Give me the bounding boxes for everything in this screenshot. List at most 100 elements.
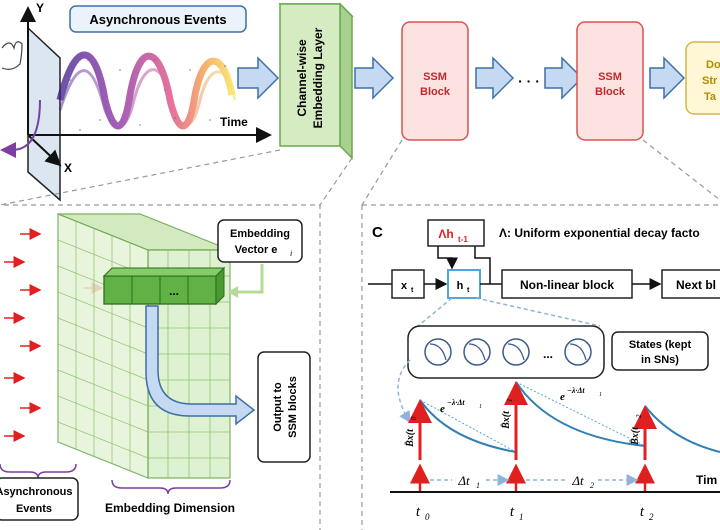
embedding-layer-label-1: Channel-wise bbox=[295, 39, 309, 117]
embedding-vector-label-2: Vector e bbox=[235, 244, 278, 256]
embedding-dimension-label: Embedding Dimension bbox=[105, 501, 235, 515]
downstream-label-1: Do bbox=[706, 59, 720, 71]
t-label-1: t bbox=[510, 504, 515, 520]
bx-sub-1: 1 bbox=[506, 399, 514, 403]
ssm-block-1-label-1: SSM bbox=[423, 71, 447, 83]
event-cloud bbox=[56, 51, 237, 130]
dimension-bracket bbox=[111, 479, 231, 495]
vector-dots: ... bbox=[169, 284, 179, 298]
next-label: Next bl bbox=[676, 278, 716, 292]
next-box bbox=[661, 269, 720, 299]
feedback-up bbox=[474, 246, 491, 284]
downstream-task-box: Do Str Ta bbox=[685, 41, 720, 115]
left-panel-frame bbox=[0, 204, 321, 530]
t-label-2: t bbox=[640, 504, 645, 520]
downstream-label-3: Ta bbox=[704, 91, 717, 103]
events-label: Asynchronous Events bbox=[89, 12, 226, 27]
async-events-label-1: Asynchronous bbox=[0, 486, 73, 498]
decay-curve-2 bbox=[644, 405, 720, 453]
delta-sub-1: 1 bbox=[476, 481, 480, 490]
states-label-1: States (kept bbox=[629, 339, 692, 351]
t-sub-1: 1 bbox=[519, 512, 524, 522]
ht-box bbox=[447, 269, 481, 299]
motion-arc bbox=[11, 99, 41, 151]
event-scatter bbox=[69, 59, 226, 131]
delta-label-1: Δt bbox=[457, 473, 470, 488]
axis-y-label: Y bbox=[36, 1, 44, 15]
ssm-block-2-label-1: SSM bbox=[598, 71, 622, 83]
decay-label-1: e bbox=[560, 391, 565, 403]
red-event-arrows bbox=[4, 228, 104, 442]
decay-sup-1: −λ·Δt bbox=[567, 386, 585, 395]
decay-chord-1 bbox=[515, 381, 646, 447]
sensor-plane bbox=[27, 26, 61, 202]
lambda-h-sub: t-1 bbox=[458, 235, 468, 244]
embedding-vector-box bbox=[217, 219, 303, 263]
output-arrow bbox=[145, 305, 256, 426]
embedding-layer-label-2: Embedding Layer bbox=[311, 27, 325, 128]
zoom-guide-left-2 bbox=[319, 157, 353, 206]
decay-sup-sub-1: 1 bbox=[599, 392, 602, 398]
embedding-vector-sub: i bbox=[290, 249, 292, 258]
output-label-2: SSM blocks bbox=[287, 376, 299, 438]
event-stream-illustration: Y X Time Asynchronous Events bbox=[0, 1, 272, 202]
t-sub-2: 2 bbox=[649, 512, 654, 522]
ht-sub: t bbox=[467, 287, 470, 294]
states-label-2: in SNs) bbox=[641, 354, 679, 366]
embedding-vector-row: ... bbox=[102, 266, 226, 306]
lambda-box bbox=[427, 219, 485, 247]
state-neurons bbox=[424, 338, 592, 366]
flow-arrow-1 bbox=[237, 56, 280, 100]
ssm-block-2-label-2: Block bbox=[595, 86, 626, 98]
ssm-block-1-label-2: Block bbox=[420, 86, 451, 98]
ht-label: h bbox=[457, 280, 464, 292]
decay-sup-sub-0: 1 bbox=[479, 404, 482, 410]
flow-arrow-4 bbox=[544, 56, 584, 100]
xt-box bbox=[391, 269, 425, 299]
flow-arrow-3 bbox=[475, 56, 515, 100]
ssm-block-1: SSM Block bbox=[401, 21, 469, 141]
x-axis bbox=[27, 134, 62, 167]
states-dots: ... bbox=[543, 347, 553, 361]
embedding-vector-label-1: Embedding bbox=[230, 228, 290, 240]
embedding-cube bbox=[57, 213, 231, 479]
states-label-box bbox=[611, 331, 709, 371]
bx-sub-2: 2 bbox=[635, 414, 643, 418]
nonlinear-label: Non-linear block bbox=[520, 278, 614, 292]
embedding-layer-box: Channel-wise Embedding Layer bbox=[278, 2, 354, 160]
panel-letter: C bbox=[372, 224, 383, 241]
decay-note: Λ: Uniform exponential decay facto bbox=[499, 226, 700, 240]
ht-zoom-1 bbox=[417, 297, 453, 327]
delta-label-2: Δt bbox=[571, 473, 584, 488]
xt-label: x bbox=[401, 280, 408, 292]
bx-label-0: B̄x(t bbox=[405, 428, 416, 448]
decay-sup-0: −λ·Δt bbox=[447, 398, 465, 407]
ht-zoom-2 bbox=[475, 297, 601, 327]
ssm-block-2: SSM Block bbox=[576, 21, 644, 141]
events-bracket bbox=[0, 463, 77, 479]
events-label-box bbox=[69, 5, 247, 33]
delta-sub-2: 2 bbox=[590, 481, 594, 490]
state-neuron-arcs bbox=[429, 343, 587, 361]
t-sub-0: 0 bbox=[425, 512, 430, 522]
zoom-guide-right-2 bbox=[642, 139, 720, 201]
vector-pointer bbox=[232, 264, 264, 294]
downstream-label-2: Str bbox=[702, 75, 718, 87]
zoom-guide-right-1 bbox=[361, 139, 403, 206]
zoom-guide-left-1 bbox=[0, 149, 281, 206]
flow-arrow-5 bbox=[649, 56, 686, 100]
xt-sub: t bbox=[411, 287, 414, 294]
bx-label-1: B̄x(t bbox=[501, 410, 512, 430]
decay-label-0: e bbox=[440, 403, 445, 415]
feedback-down bbox=[437, 246, 458, 270]
right-panel-frame bbox=[361, 204, 720, 530]
timeline-label: Tim bbox=[696, 473, 717, 487]
output-box bbox=[257, 351, 311, 463]
bx-label-2: B̄x(t bbox=[630, 426, 641, 446]
async-events-box bbox=[0, 477, 79, 521]
async-events-label-2: Events bbox=[16, 503, 52, 515]
bx-sub-0: 0 bbox=[410, 416, 418, 420]
hand-icon bbox=[1, 41, 23, 70]
state-to-spike-pointer bbox=[397, 359, 411, 424]
